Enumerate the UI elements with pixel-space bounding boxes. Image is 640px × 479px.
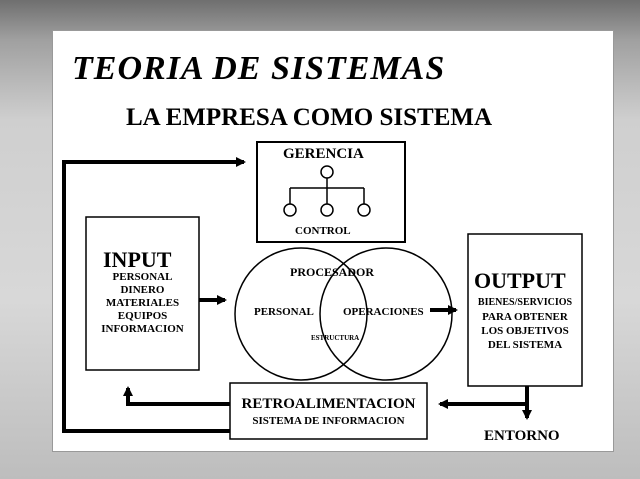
output-box — [467, 233, 583, 387]
procesador-operaciones-label: OPERACIONES — [343, 306, 424, 318]
feedback-loop-arrow — [62, 157, 246, 433]
input-item: PERSONAL — [112, 271, 173, 283]
gerencia-label: GERENCIA — [283, 146, 364, 162]
procesador-estructura-label: ESTRUCTURA — [311, 334, 360, 342]
main-title: TEORIA DE SISTEMAS — [72, 50, 446, 87]
output-item: LOS OBJETIVOS — [481, 325, 569, 337]
input-item: INFORMACION — [101, 323, 184, 335]
procesador-label: PROCESADOR — [290, 265, 375, 279]
control-label: CONTROL — [295, 225, 351, 237]
input-title: INPUT — [103, 247, 172, 272]
input-item: EQUIPOS — [117, 310, 168, 322]
output-item: PARA OBTENER — [482, 311, 568, 323]
output-item: DEL SISTEMA — [487, 339, 563, 351]
processor-circle-left — [234, 247, 368, 381]
retro-box — [229, 382, 428, 440]
input-item: DINERO — [120, 284, 165, 296]
output-item: BIENES/SERVICIOS — [477, 297, 573, 308]
output-title: OUTPUT — [474, 268, 566, 293]
procesador-personal-label: PERSONAL — [254, 306, 314, 318]
retro-title: RETROALIMENTACION — [241, 396, 416, 412]
input-item: MATERIALES — [105, 297, 180, 309]
entorno-label: ENTORNO — [484, 428, 560, 444]
retro-subtitle: SISTEMA DE INFORMACION — [252, 415, 405, 427]
gerencia-box — [256, 141, 406, 243]
input-box — [85, 216, 200, 371]
sub-title: LA EMPRESA COMO SISTEMA — [126, 104, 493, 131]
retro-to-input-arrow — [123, 386, 230, 406]
org-chart-icon — [283, 165, 371, 217]
